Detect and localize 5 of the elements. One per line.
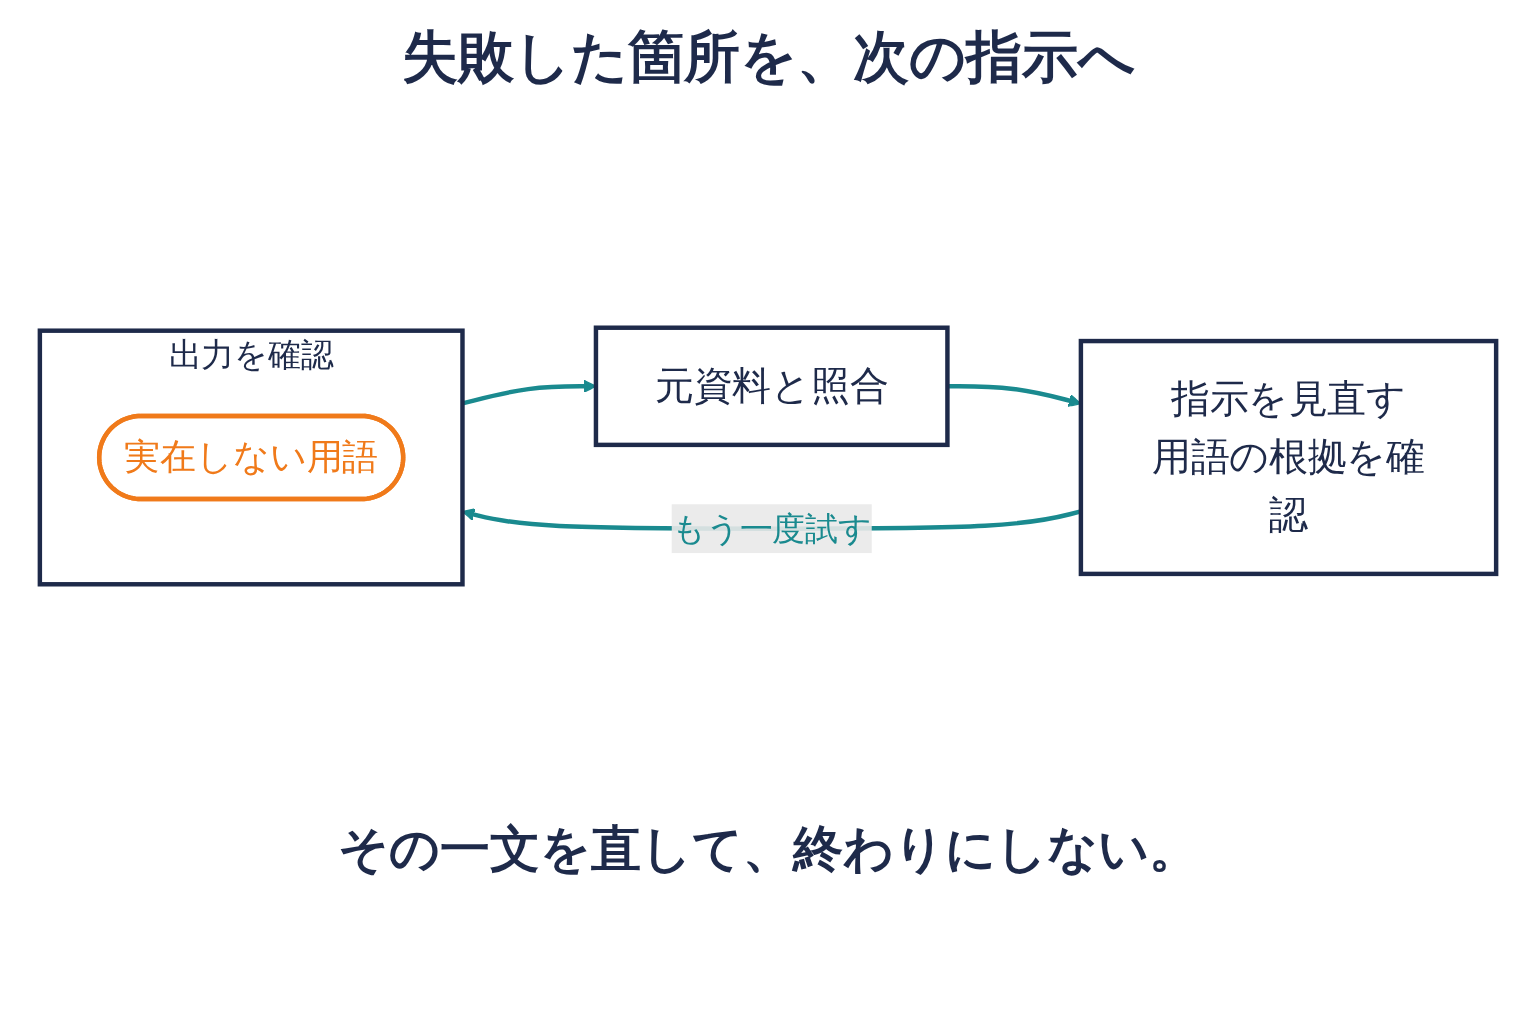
node-box: 指示を見直す 用語の根拠を確認	[1078, 338, 1499, 577]
edge-label: もう一度試す	[671, 510, 872, 548]
title: 失敗した箇所を、次の指示へ	[400, 23, 1136, 91]
node-box: 元資料と照合	[593, 325, 950, 448]
caption: その一文を直して、終わりにしない。	[336, 819, 1200, 880]
